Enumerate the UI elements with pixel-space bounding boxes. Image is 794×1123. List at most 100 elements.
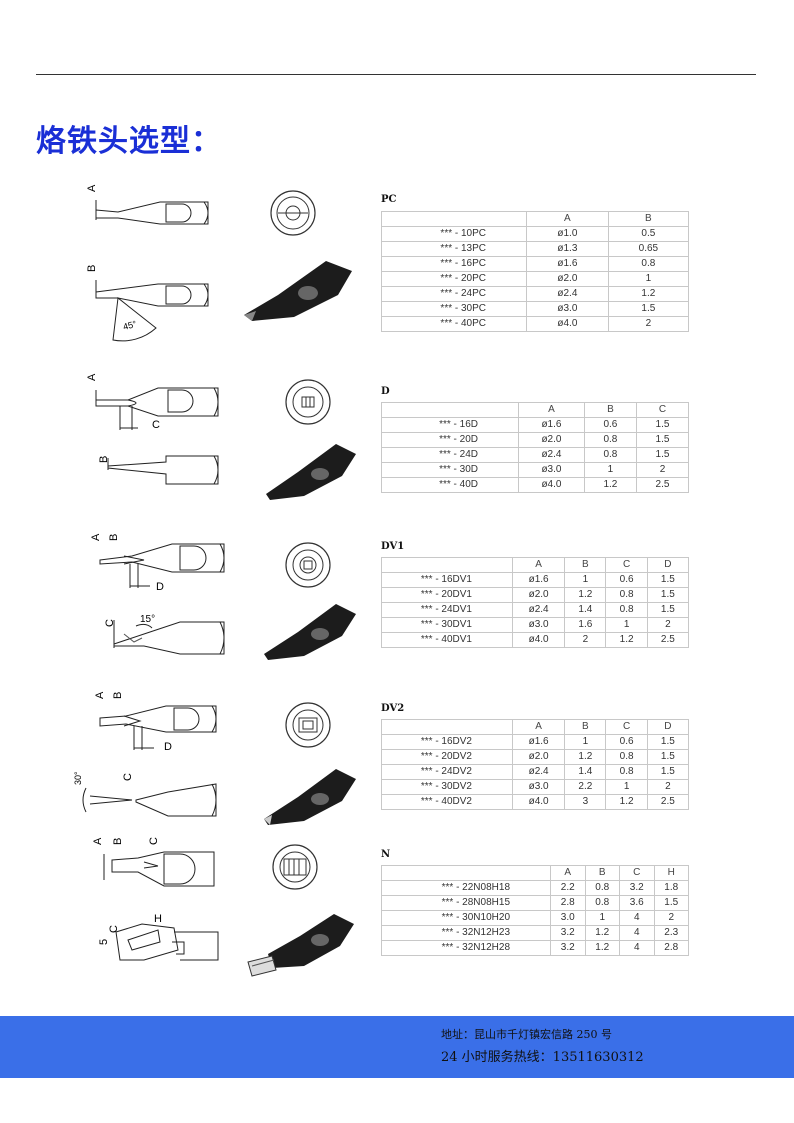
header-rule: [36, 74, 756, 75]
value-cell: ø3.0: [511, 779, 566, 795]
value-cell: 1.4: [564, 602, 607, 618]
model-cell: *** - 40PC: [381, 316, 527, 332]
value-cell: 0.8: [605, 764, 648, 780]
table-header-cell: D: [646, 557, 690, 573]
value-cell: 3.6: [619, 895, 655, 911]
value-cell: 0.8: [584, 895, 620, 911]
value-cell: 3.2: [550, 925, 586, 941]
table-header-row: A B C D: [381, 719, 690, 735]
value-cell: ø1.3: [526, 241, 609, 257]
value-cell: 0.8: [605, 749, 648, 765]
value-cell: 2.5: [646, 794, 690, 810]
dv2-end-view: [285, 702, 331, 748]
table-header-cell: C: [605, 719, 648, 735]
value-cell: 4: [619, 940, 655, 956]
model-cell: *** - 22N08H18: [381, 880, 551, 896]
drawing-label-angle: 15°: [140, 614, 155, 625]
value-cell: 2: [646, 779, 690, 795]
pc-end-view: [270, 190, 316, 236]
drawing-label-b: B: [108, 534, 120, 541]
model-cell: *** - 30DV2: [381, 779, 513, 795]
model-cell: *** - 32N12H28: [381, 940, 551, 956]
dv2-side-drawing: A B D 30° C: [73, 691, 217, 817]
dv1-end-view: [285, 542, 331, 588]
table-header-cell: [381, 719, 513, 735]
model-cell: *** - 16DV2: [381, 734, 513, 750]
value-cell: 1.5: [646, 764, 690, 780]
table-header-cell: A: [526, 211, 609, 227]
model-cell: *** - 40D: [381, 477, 519, 493]
drawing-label-b: B: [112, 838, 124, 845]
value-cell: ø1.6: [526, 256, 609, 272]
value-cell: 0.8: [605, 587, 648, 603]
model-cell: *** - 40DV2: [381, 794, 513, 810]
value-cell: 2: [653, 910, 689, 926]
value-cell: 2.8: [550, 895, 586, 911]
section-label-dv2: DV2: [381, 703, 405, 714]
footer-hotline: 24 小时服务热线：13511630312: [441, 1050, 644, 1065]
value-cell: 2: [646, 617, 690, 633]
value-cell: 1.5: [646, 572, 690, 588]
model-cell: *** - 16DV1: [381, 572, 513, 588]
value-cell: 1: [605, 779, 648, 795]
value-cell: 1.5: [607, 301, 690, 317]
value-cell: 1.5: [646, 749, 690, 765]
table-header-cell: B: [564, 557, 607, 573]
table-header-cell: B: [583, 402, 637, 418]
value-cell: ø2.4: [518, 447, 585, 463]
value-cell: 3.0: [550, 910, 586, 926]
value-cell: ø1.6: [511, 572, 566, 588]
table-header-cell: C: [635, 402, 690, 418]
model-cell: *** - 30PC: [381, 301, 527, 317]
d-side-drawing: A C B: [86, 373, 219, 485]
drawing-label-a: A: [94, 691, 106, 699]
value-cell: 2.2: [564, 779, 607, 795]
table-header-row: A B C H: [381, 865, 689, 881]
value-cell: 1.5: [635, 417, 690, 433]
model-cell: *** - 16D: [381, 417, 519, 433]
page-title: 烙铁头选型：: [36, 124, 222, 159]
value-cell: 0.6: [583, 417, 637, 433]
n-tip-render: [247, 914, 354, 977]
value-cell: 0.8: [605, 602, 648, 618]
value-cell: 0.8: [607, 256, 690, 272]
table-header-cell: [381, 865, 551, 881]
value-cell: ø2.0: [511, 587, 566, 603]
value-cell: ø4.0: [511, 794, 566, 810]
value-cell: ø4.0: [511, 632, 566, 648]
drawing-label-c: C: [122, 773, 134, 781]
value-cell: 0.65: [607, 241, 690, 257]
drawing-label-b: B: [86, 265, 98, 272]
table-header-cell: A: [511, 557, 566, 573]
value-cell: ø2.4: [526, 286, 609, 302]
drawing-label-a: A: [86, 373, 98, 381]
model-cell: *** - 24PC: [381, 286, 527, 302]
d-end-view: [285, 379, 331, 425]
table-header-cell: B: [584, 865, 620, 881]
value-cell: 1.5: [646, 734, 690, 750]
table-header-row: A B: [381, 211, 690, 227]
value-cell: 1.2: [584, 940, 620, 956]
value-cell: 2: [564, 632, 607, 648]
drawing-label-angle: 30°: [73, 771, 83, 785]
value-cell: ø1.6: [511, 734, 566, 750]
value-cell: 1: [605, 617, 648, 633]
value-cell: 2.5: [646, 632, 690, 648]
drawing-label-b: B: [112, 692, 124, 699]
dv1-side-drawing: A B D C 15°: [90, 533, 225, 655]
model-cell: *** - 32N12H23: [381, 925, 551, 941]
value-cell: 0.6: [605, 572, 648, 588]
